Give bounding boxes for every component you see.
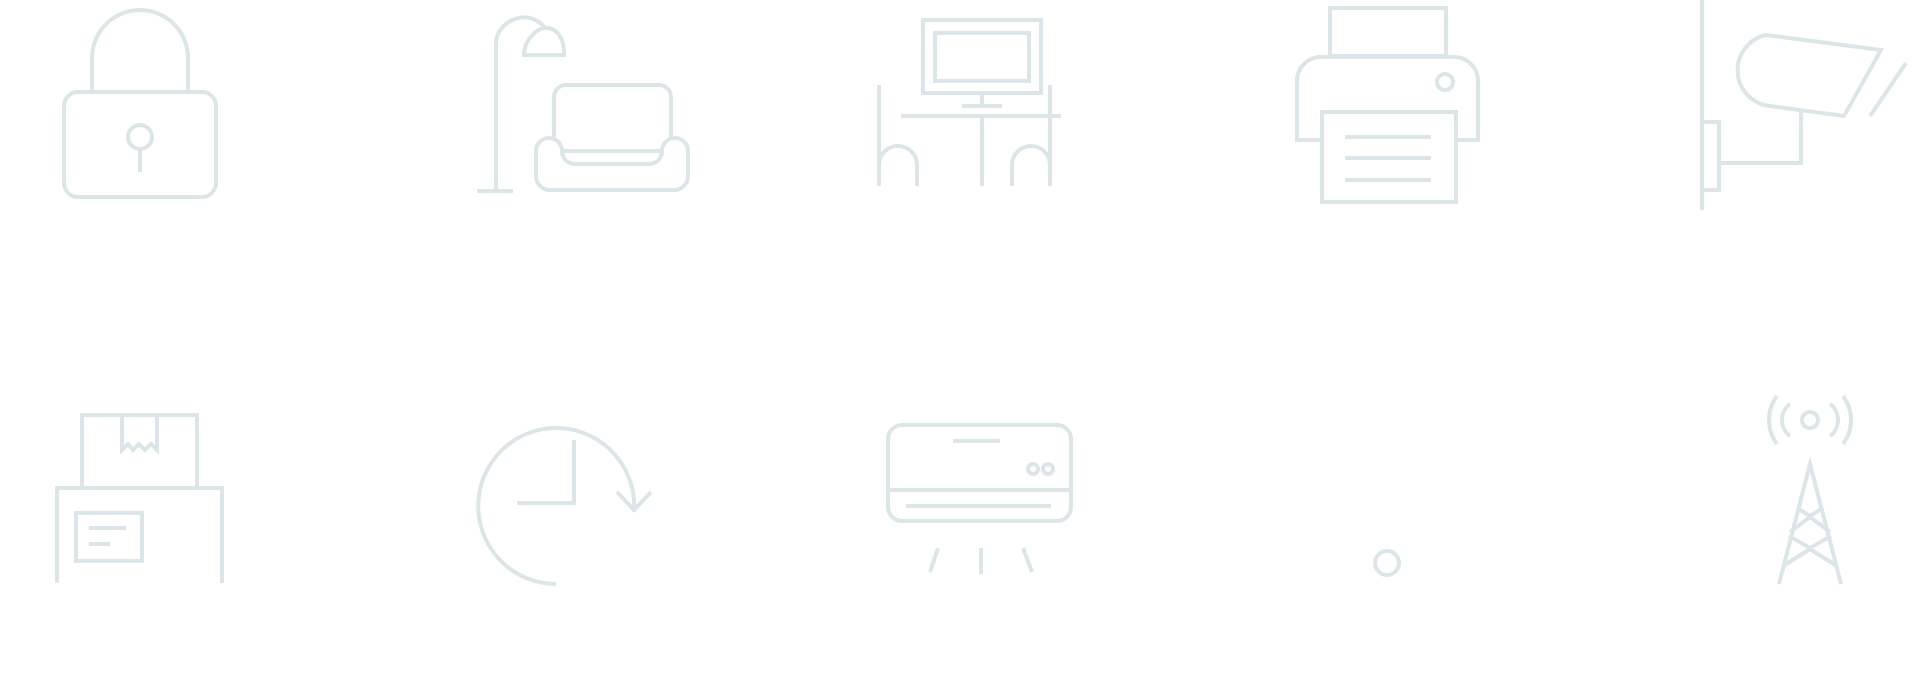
air-conditioner-icon	[886, 423, 1073, 574]
radio-tower-icon	[1767, 394, 1853, 585]
clock-hours-label: 24	[580, 534, 649, 597]
24-hour-icon: 24	[476, 426, 653, 586]
reception-desk-icon	[55, 413, 224, 583]
floor-lamp-sofa-icon	[477, 15, 690, 193]
workspace-desk-icon	[877, 18, 1061, 186]
printer-icon	[1295, 6, 1480, 204]
dot-icon	[1373, 549, 1401, 577]
security-camera-icon	[1700, 0, 1908, 210]
lock-icon	[62, 8, 218, 199]
